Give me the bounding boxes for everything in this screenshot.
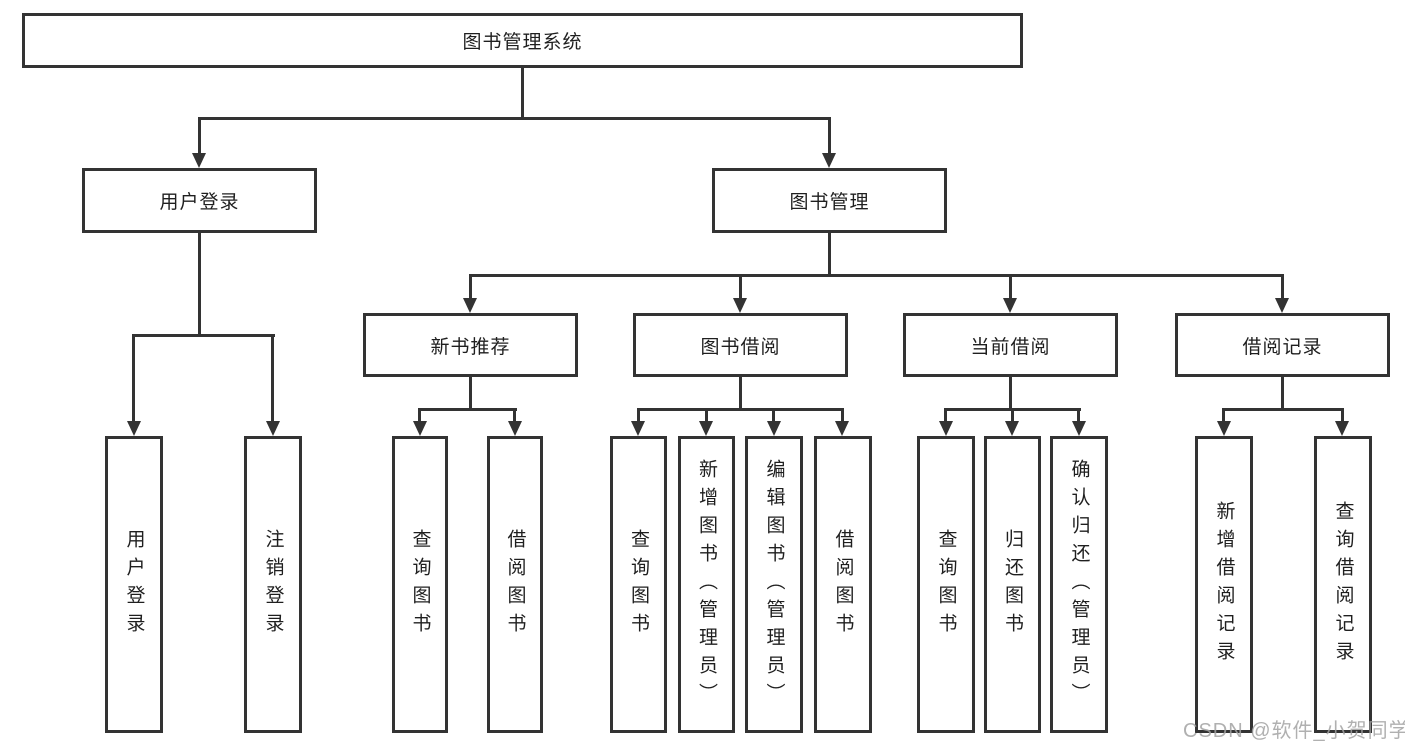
edge-line (1281, 274, 1284, 300)
edge-line (637, 408, 844, 411)
node-leaf-nbr-query-books-label: 查询图书 (409, 528, 431, 641)
arrow-down-icon (1003, 298, 1017, 313)
node-leaf-bb-add-books-admin-label: 新增图书（管理员） (696, 458, 717, 711)
edge-line (637, 408, 640, 423)
node-current-borrowing-label: 当前借阅 (970, 336, 1051, 358)
edge-line (521, 68, 524, 117)
arrow-down-icon (413, 421, 427, 436)
edge-line (513, 408, 516, 423)
node-leaf-bb-borrow-books: 借阅图书 (814, 436, 872, 733)
edge-line (469, 274, 1284, 277)
edge-line (1222, 408, 1225, 423)
arrow-down-icon (1005, 421, 1019, 436)
edge-line (1009, 377, 1012, 408)
node-leaf-nbr-borrow-books-label: 借阅图书 (504, 528, 526, 641)
node-root: 图书管理系统 (22, 13, 1023, 68)
node-leaf-cb-return-books: 归还图书 (984, 436, 1041, 733)
node-leaf-logout: 注销登录 (244, 436, 302, 733)
node-user-login-label: 用户登录 (159, 192, 240, 213)
edge-line (944, 408, 947, 423)
node-leaf-bb-query-books: 查询图书 (610, 436, 667, 733)
arrow-down-icon (1335, 421, 1349, 436)
edge-line (418, 408, 421, 423)
edge-line (772, 408, 775, 423)
node-leaf-br-add-record-label: 新增借阅记录 (1213, 500, 1235, 669)
node-leaf-bb-query-books-label: 查询图书 (628, 528, 649, 641)
node-borrowing-records: 借阅记录 (1175, 313, 1390, 377)
node-leaf-nbr-query-books: 查询图书 (392, 436, 448, 733)
node-leaf-user-login: 用户登录 (105, 436, 163, 733)
node-new-book-recommend: 新书推荐 (363, 313, 578, 377)
node-leaf-cb-confirm-return-admin: 确认归还（管理员） (1050, 436, 1108, 733)
edge-line (198, 117, 201, 155)
arrow-down-icon (463, 298, 477, 313)
edge-line (828, 117, 831, 155)
arrow-down-icon (767, 421, 781, 436)
arrow-down-icon (1072, 421, 1086, 436)
edge-line (469, 377, 472, 408)
edge-line (1341, 408, 1344, 423)
edge-line (418, 408, 517, 411)
node-book-borrowing: 图书借阅 (633, 313, 848, 377)
node-leaf-bb-edit-books-admin: 编辑图书（管理员） (745, 436, 803, 733)
arrow-down-icon (822, 153, 836, 168)
edge-line (1011, 408, 1014, 423)
edge-line (841, 408, 844, 423)
edge-line (271, 334, 274, 423)
edge-line (1009, 274, 1012, 300)
node-root-label: 图书管理系统 (462, 32, 583, 53)
arrow-down-icon (1275, 298, 1289, 313)
node-leaf-br-query-record-label: 查询借阅记录 (1332, 500, 1354, 669)
edge-line (469, 274, 472, 300)
edge-line (1281, 377, 1284, 408)
node-leaf-user-login-label: 用户登录 (123, 528, 145, 641)
node-leaf-nbr-borrow-books: 借阅图书 (487, 436, 543, 733)
arrow-down-icon (508, 421, 522, 436)
node-leaf-cb-query-books: 查询图书 (917, 436, 975, 733)
edge-line (132, 334, 135, 423)
node-leaf-cb-confirm-return-admin-label: 确认归还（管理员） (1068, 458, 1090, 711)
node-leaf-bb-borrow-books-label: 借阅图书 (832, 528, 854, 641)
node-leaf-cb-return-books-label: 归还图书 (1002, 528, 1023, 641)
arrow-down-icon (1217, 421, 1231, 436)
edge-line (705, 408, 708, 423)
edge-line (739, 377, 742, 408)
node-leaf-br-add-record: 新增借阅记录 (1195, 436, 1253, 733)
node-user-login: 用户登录 (82, 168, 317, 233)
node-leaf-bb-add-books-admin: 新增图书（管理员） (678, 436, 735, 733)
arrow-down-icon (127, 421, 141, 436)
node-leaf-br-query-record: 查询借阅记录 (1314, 436, 1372, 733)
node-book-management: 图书管理 (712, 168, 947, 233)
arrow-down-icon (835, 421, 849, 436)
edge-line (198, 233, 201, 334)
arrow-down-icon (631, 421, 645, 436)
node-leaf-bb-edit-books-admin-label: 编辑图书（管理员） (763, 458, 785, 711)
edge-line (828, 233, 831, 274)
edge-line (739, 274, 742, 300)
node-book-management-label: 图书管理 (789, 192, 870, 213)
node-leaf-logout-label: 注销登录 (262, 528, 284, 641)
node-new-book-recommend-label: 新书推荐 (430, 336, 511, 358)
arrow-down-icon (939, 421, 953, 436)
arrow-down-icon (733, 298, 747, 313)
edge-line (198, 117, 831, 120)
node-book-borrowing-label: 图书借阅 (700, 336, 781, 358)
arrow-down-icon (192, 153, 206, 168)
node-leaf-cb-query-books-label: 查询图书 (935, 528, 957, 641)
node-current-borrowing: 当前借阅 (903, 313, 1118, 377)
node-borrowing-records-label: 借阅记录 (1242, 336, 1323, 358)
arrow-down-icon (699, 421, 713, 436)
edge-line (1077, 408, 1080, 423)
edge-line (132, 334, 275, 337)
edge-line (1222, 408, 1344, 411)
csdn-watermark: CSDN @软件_小贺同学 (1183, 720, 1405, 742)
arrow-down-icon (266, 421, 280, 436)
